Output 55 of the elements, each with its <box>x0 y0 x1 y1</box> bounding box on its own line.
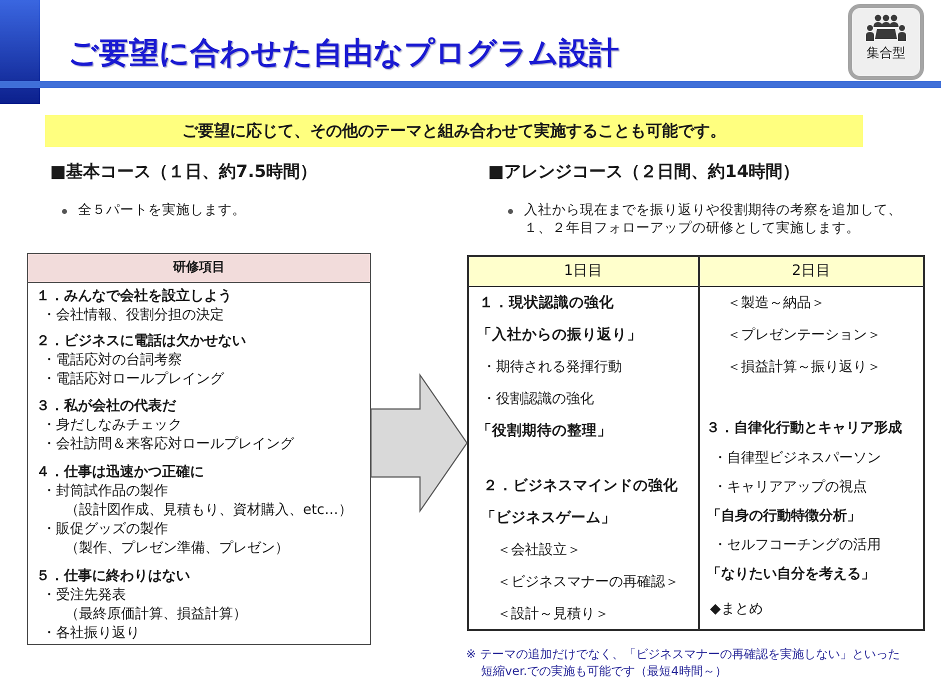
course-description: 入社から現在までを振り返りや役割期待の考察を追加して、１、２年目フォローアップの研修として実施します。 <box>524 201 903 237</box>
list-item: ・会社訪問＆来客応対ロールプレイング <box>41 435 296 454</box>
list-item: ◆まとめ <box>709 600 764 619</box>
list-item: ・電話応対の台詞考察 <box>41 351 183 370</box>
section-heading: ４．仕事は迅速かつ正確に <box>35 463 205 482</box>
footnote: ※ テーマの追加だけでなく、「ビジネスマナーの再確認を実施しない」といった短縮ver.での実施も可能です（最短4時間～） <box>466 646 901 680</box>
session-item: ＜会社設立＞ <box>496 541 582 560</box>
section-heading: １．現状認識の強化 <box>478 293 615 313</box>
training-table <box>27 253 371 645</box>
topic-heading: 「ビジネスゲーム」 <box>480 508 617 528</box>
day-column <box>469 257 699 629</box>
section-heading: ３．私が会社の代表だ <box>35 397 178 416</box>
item-detail: （設計図作成、見積もり、資材購入、etc…） <box>64 501 354 520</box>
list-item: ・セルフコーチングの活用 <box>712 536 882 555</box>
list-item: ・各社振り返り <box>41 624 141 643</box>
topic-heading: 「なりたい自分を考える」 <box>706 565 876 584</box>
course-heading: ■アレンジコース（２日間、約14時間） <box>488 161 800 183</box>
schedule-table <box>467 255 925 631</box>
block-arrow <box>370 373 468 513</box>
list-item: ・会社情報、役割分担の決定 <box>41 306 225 325</box>
day-header: 1日目 <box>469 257 698 287</box>
list-item: ・役割認識の強化 <box>481 390 595 409</box>
day-column <box>699 257 923 629</box>
section-heading: ３．自律化行動とキャリア形成 <box>705 419 903 438</box>
section-heading: ２．ビジネスに電話は欠かせない <box>35 332 247 351</box>
session-item: ＜プレゼンテーション＞ <box>726 326 882 345</box>
item-detail: （製作、プレゼン準備、プレゼン） <box>64 539 290 558</box>
day-header: 2日目 <box>700 257 923 287</box>
list-item: ・販促グッズの製作 <box>41 520 169 539</box>
banner-text: ご要望に応じて、その他のテーマと組み合わせて実施することも可能です。 <box>182 120 726 142</box>
list-item: ・封筒試作品の製作 <box>41 482 169 501</box>
list-item: ・キャリアアップの視点 <box>712 478 868 497</box>
course-description: 全５パートを実施します。 <box>78 201 247 219</box>
session-item: ＜製造～納品＞ <box>726 294 826 313</box>
topic-heading: 「自身の行動特徴分析」 <box>706 507 862 526</box>
section-heading: ５．仕事に終わりはない <box>35 567 191 586</box>
session-item: ＜ビジネスマナーの再確認＞ <box>496 573 680 592</box>
slide-title: ご要望に合わせた自由なプログラム設計 <box>68 35 619 73</box>
course-heading: ■基本コース（１日、約7.5時間） <box>50 161 318 183</box>
session-item: ＜設計～見積り＞ <box>496 605 610 624</box>
list-item: ・受注先発表 <box>41 586 127 605</box>
topic-heading: 「役割期待の整理」 <box>476 421 613 441</box>
table-header: 研修項目 <box>28 254 370 283</box>
list-item: ・電話応対ロールプレイング <box>41 370 226 389</box>
category-label: 集合型 <box>866 46 906 62</box>
list-item: ・自律型ビジネスパーソン <box>712 449 882 468</box>
list-item: ・身だしなみチェック <box>41 416 183 435</box>
session-item: ＜損益計算～振り返り＞ <box>726 358 882 377</box>
category-badge <box>848 4 924 80</box>
item-detail: （最終原価計算、損益計算） <box>64 605 248 624</box>
list-item: ・期待される発揮行動 <box>481 358 623 377</box>
section-heading: １．みんなで会社を設立しよう <box>35 287 233 306</box>
topic-heading: 「入社からの振り返り」 <box>476 325 643 345</box>
highlight-banner <box>45 115 863 147</box>
section-heading: ２．ビジネスマインドの強化 <box>482 476 679 496</box>
